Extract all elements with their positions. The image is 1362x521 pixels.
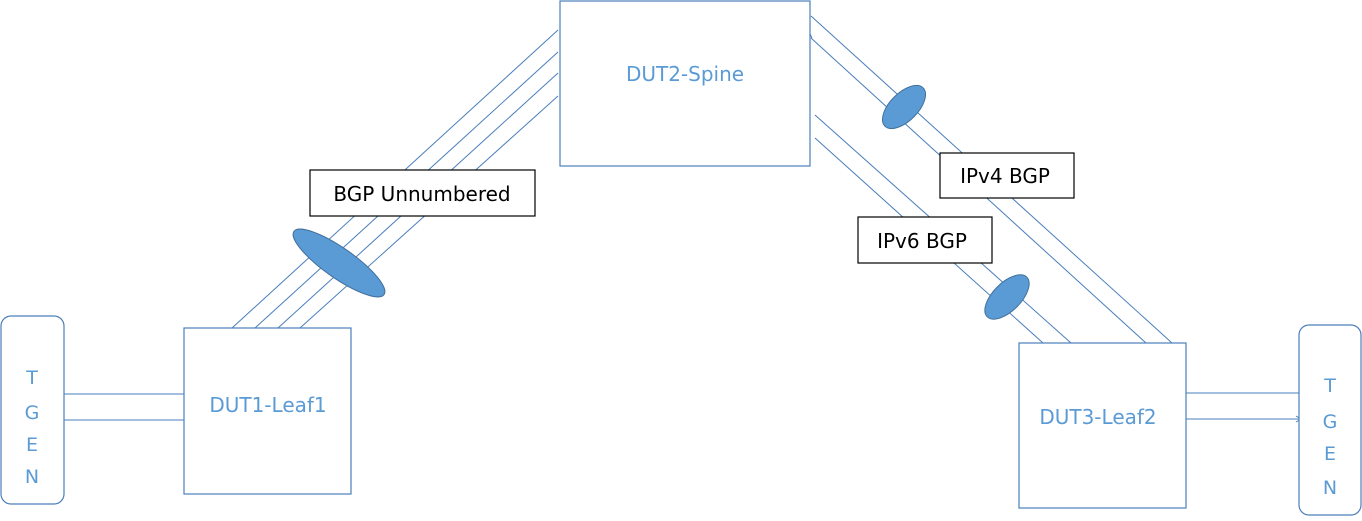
tgen-left-letter: T	[25, 367, 38, 389]
tgen-left-letter: G	[25, 402, 40, 424]
callout-ipv4-bgp: IPv4 BGP	[960, 164, 1050, 188]
leaf2-label: DUT3-Leaf2	[1039, 405, 1156, 429]
tgen-left-letter: E	[26, 434, 38, 456]
spine-label: DUT2-Spine	[626, 62, 744, 86]
tgen-right-letter: E	[1324, 443, 1336, 465]
tgen-links-left	[64, 393, 184, 421]
lag-ellipse-ipv4	[881, 84, 927, 130]
lag-ellipse-bgp-unnumbered	[292, 228, 386, 298]
tgen-right-letter: N	[1323, 477, 1337, 499]
callout-ipv6-bgp-box	[857, 216, 993, 264]
spine-box	[559, 0, 811, 167]
tgen-left-letter: N	[25, 466, 39, 488]
leaf2-box	[1018, 342, 1187, 509]
tgen-right-letter: T	[1323, 375, 1336, 397]
callout-bgp-unnumbered: BGP Unnumbered	[333, 182, 510, 206]
leaf1-box	[183, 327, 352, 495]
callout-bgp-unnumbered-box	[309, 169, 536, 217]
tgen-right-box	[1298, 324, 1362, 516]
callout-ipv4-bgp-box	[939, 152, 1075, 199]
tgen-right-letter: G	[1323, 411, 1338, 433]
callout-ipv6-bgp: IPv6 BGP	[877, 229, 967, 253]
leaf1-label: DUT1-Leaf1	[209, 393, 326, 417]
lag-ellipse-ipv6	[984, 274, 1030, 320]
tgen-left-box	[0, 315, 65, 505]
